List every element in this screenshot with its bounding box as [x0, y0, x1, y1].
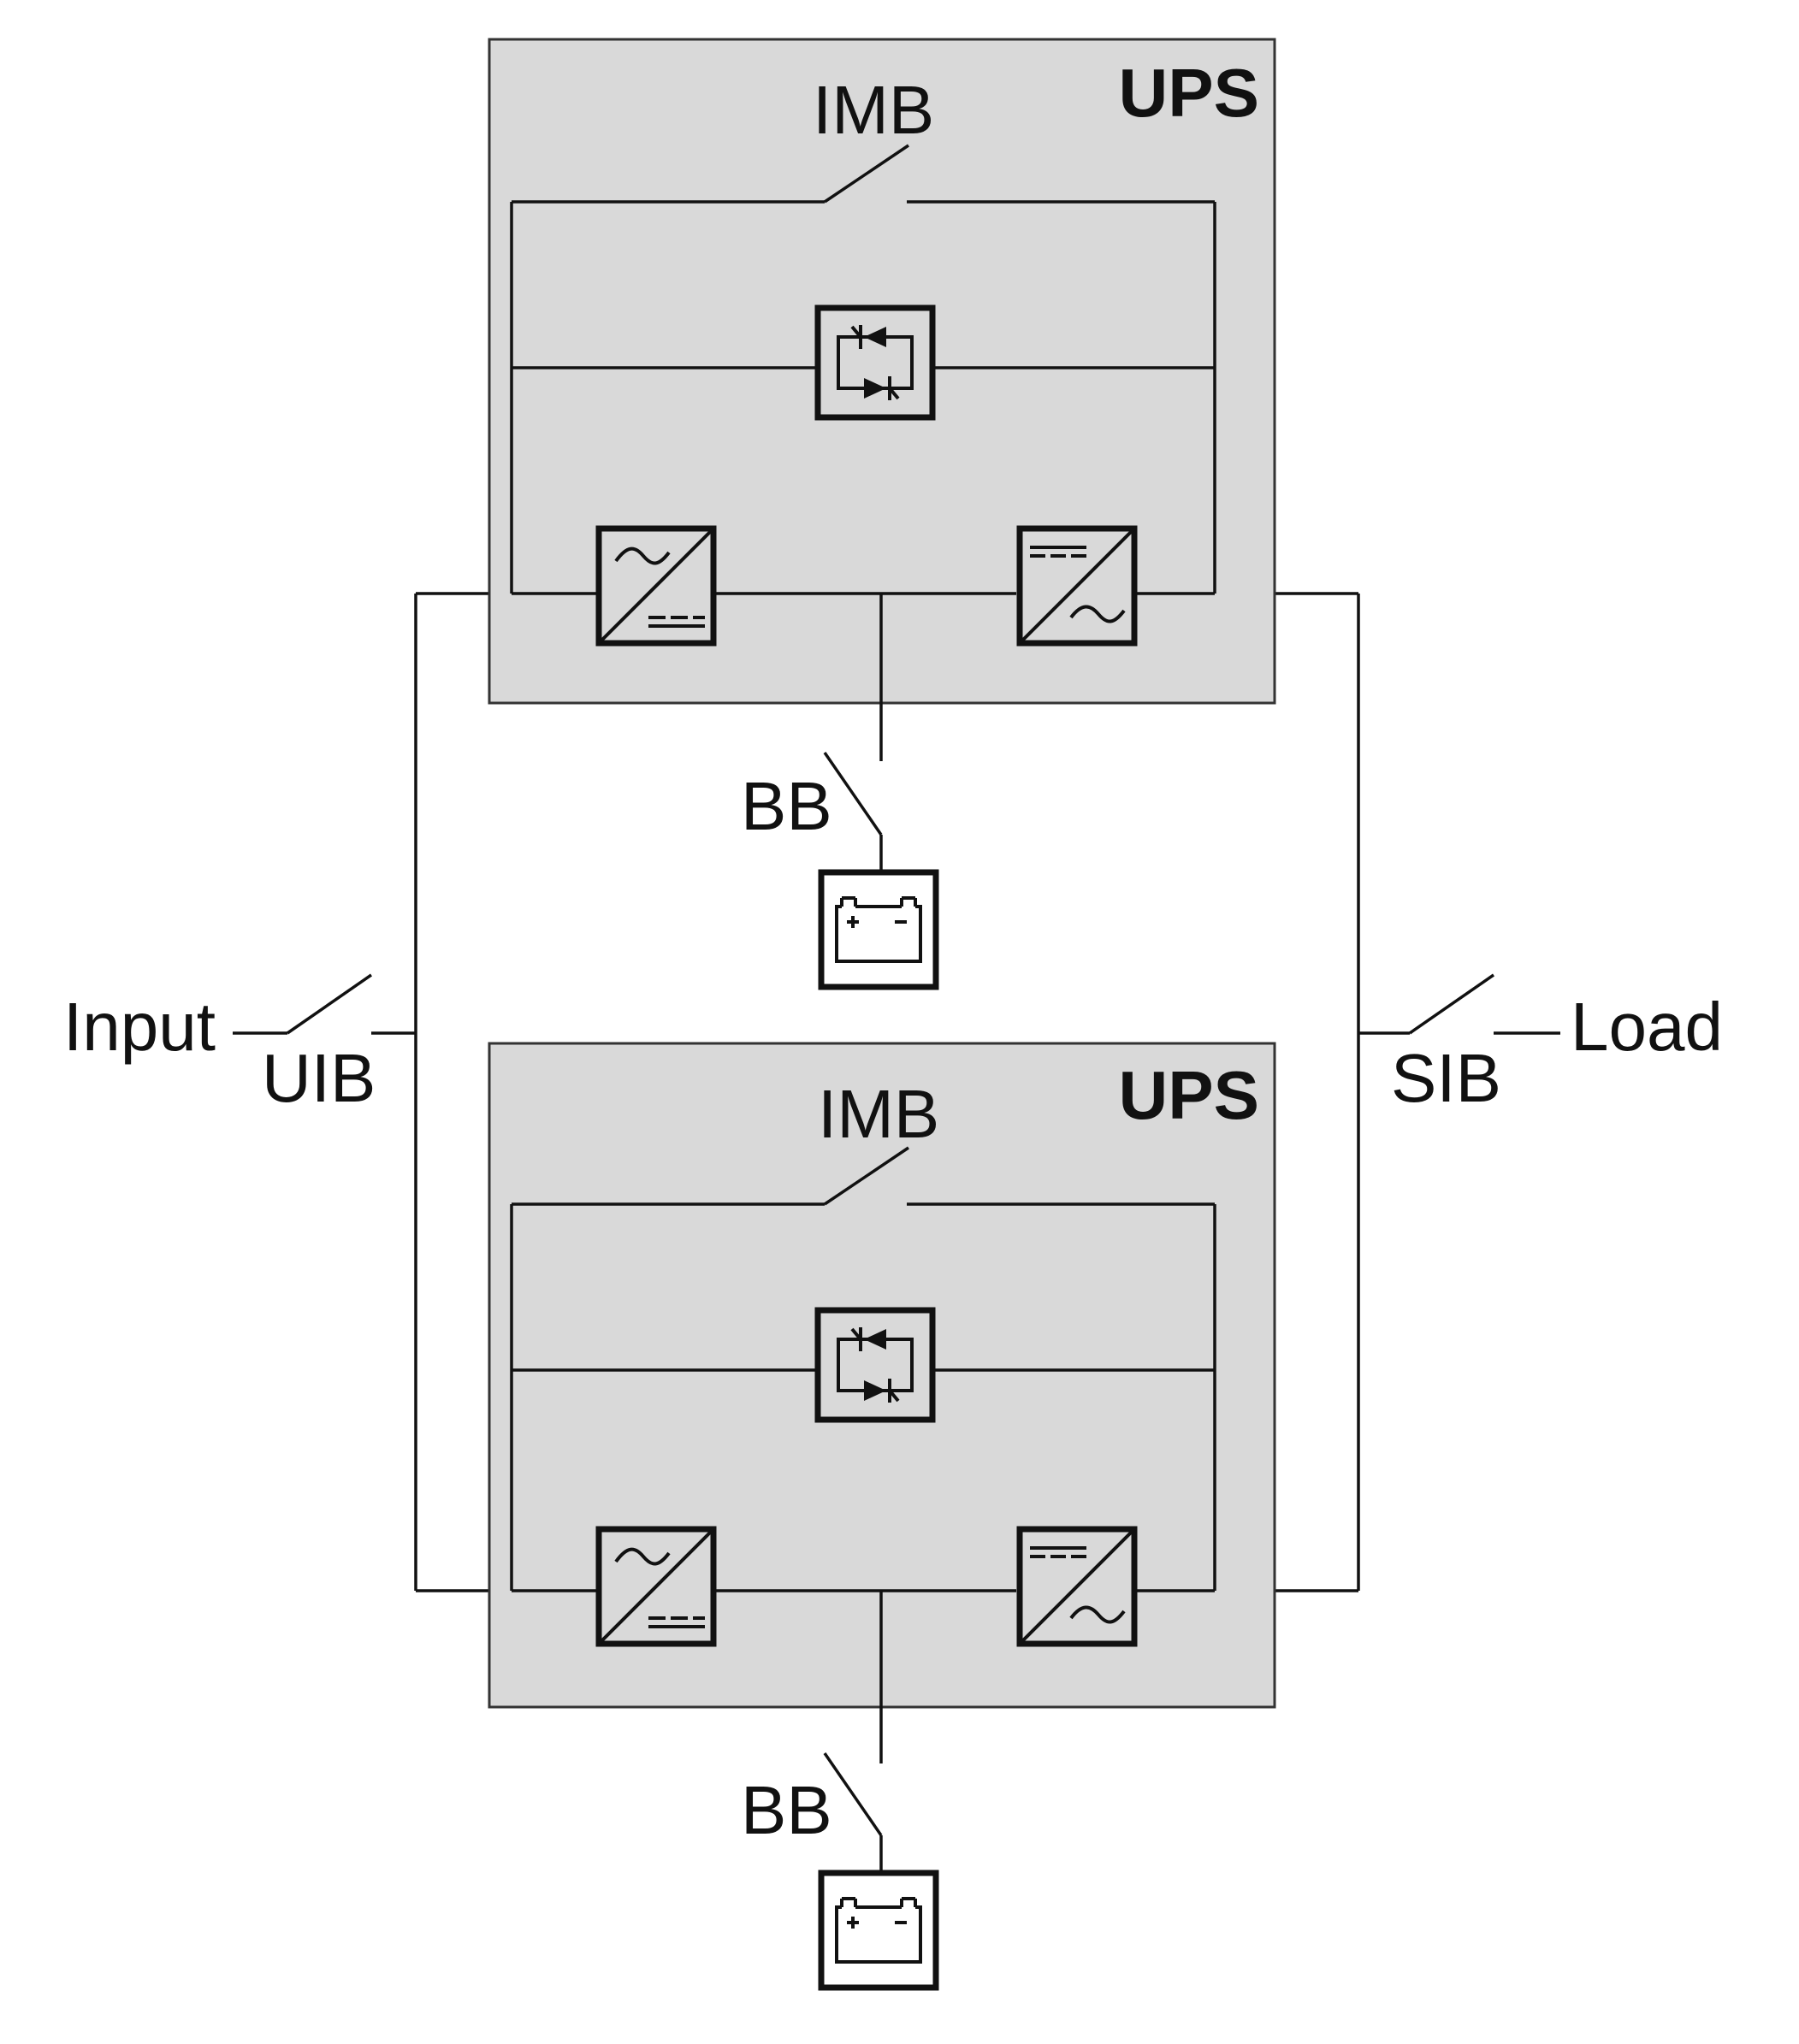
imb-label: IMB	[813, 72, 934, 148]
uib-switch[interactable]	[233, 973, 416, 1035]
sib-label: SIB	[1391, 1040, 1501, 1116]
bb-switch[interactable]	[823, 1752, 883, 1873]
sib-switch[interactable]	[1358, 973, 1560, 1035]
imb-switch[interactable]	[512, 1146, 1215, 1206]
ups-title: UPS	[1119, 1057, 1260, 1133]
bb-label: BB	[741, 768, 832, 844]
input-label: Input	[63, 989, 216, 1065]
imb-switch[interactable]	[512, 144, 1215, 204]
battery-icon	[821, 872, 936, 987]
ups-title: UPS	[1119, 55, 1260, 131]
bb-switch[interactable]	[823, 752, 883, 872]
bb-label: BB	[741, 1772, 832, 1848]
ups-unit-2: UPS IMB BB	[488, 1042, 1276, 1988]
ups-unit-1: UPS IMB BB	[488, 38, 1276, 987]
load-label: Load	[1571, 989, 1723, 1065]
uib-label: UIB	[262, 1040, 376, 1116]
imb-label: IMB	[818, 1076, 939, 1152]
battery-icon	[821, 1873, 936, 1988]
